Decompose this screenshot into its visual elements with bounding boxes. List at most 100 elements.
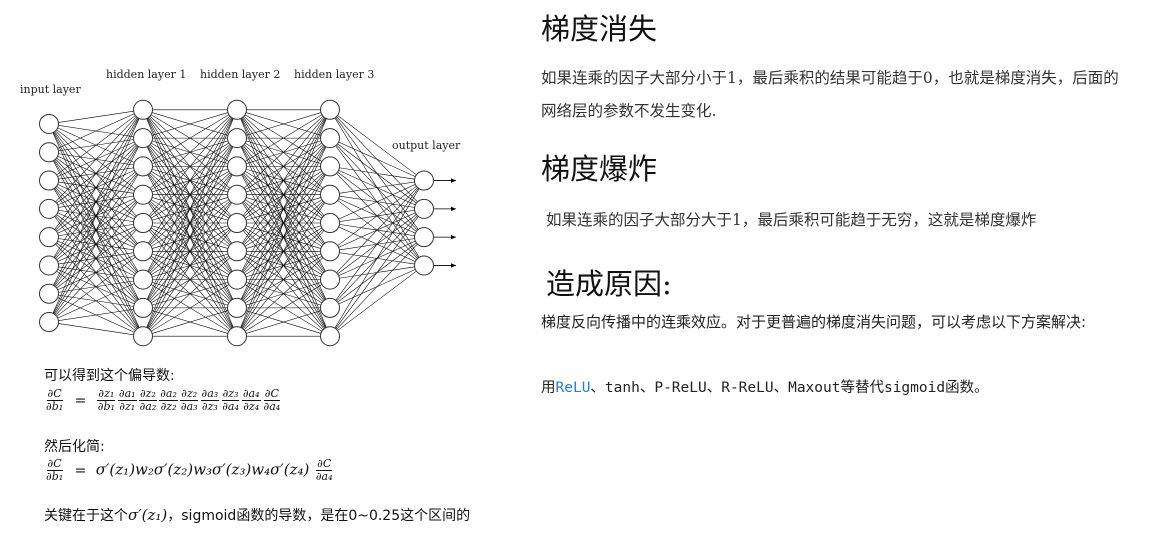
- key-point-math: σ′(z₁): [128, 506, 168, 524]
- lhs-fraction-2: ∂C ∂b₁: [45, 458, 64, 483]
- network-edges: [48, 109, 425, 337]
- layer-label-input: input layer: [20, 83, 81, 96]
- simplified-formula: ∂C ∂b₁ = σ′(z₁)w₂σ′(z₂)w₃σ′(z₃)w₄σ′(z₄) …: [44, 458, 335, 483]
- network-edge: [48, 109, 144, 210]
- network-edge: [48, 109, 144, 266]
- neuron-node: [227, 156, 247, 177]
- network-edge: [142, 137, 238, 337]
- neuron-node: [39, 283, 59, 304]
- network-edge: [236, 109, 331, 195]
- neuron-node: [320, 184, 340, 205]
- chain-term-denominator: ∂b₁: [97, 400, 115, 413]
- neuron-node: [227, 128, 247, 149]
- chain-rule-terms: ∂z₁∂b₁∂a₁∂z₁∂z₂∂a₂∂a₂∂z₂∂z₂∂a₃∂a₃∂z₃∂z₃∂…: [96, 388, 282, 413]
- network-edge: [142, 109, 238, 224]
- chain-term-numerator: ∂z₂: [138, 387, 157, 401]
- chain-term-numerator: ∂z₁: [97, 387, 116, 401]
- neuron-node: [39, 170, 59, 191]
- network-edge: [48, 222, 144, 323]
- tail-numerator: ∂C: [316, 457, 333, 471]
- neuron-node: [133, 297, 153, 318]
- neuron-node: [227, 297, 247, 318]
- neuron-node: [133, 128, 153, 149]
- neuron-node: [320, 99, 340, 120]
- network-edge: [329, 166, 425, 181]
- neuron-node: [227, 184, 247, 205]
- paragraph-solution: 用ReLU、tanh、P-ReLU、R-ReLU、Maxout等替代sigmoi…: [541, 376, 989, 397]
- network-edge: [329, 180, 425, 195]
- lhs2-numerator: ∂C: [46, 457, 63, 471]
- network-edge: [142, 194, 238, 337]
- network-edge: [329, 180, 425, 309]
- network-edge: [142, 279, 238, 337]
- chain-term-denominator: ∂z₁: [119, 400, 136, 413]
- chain-term-denominator: ∂a₄: [222, 400, 239, 413]
- chain-term-numerator: ∂a₄: [241, 387, 261, 401]
- network-edge: [236, 194, 331, 337]
- chain-term-denominator: ∂a₃: [180, 400, 198, 413]
- neuron-node: [39, 198, 59, 219]
- neuron-node: [133, 241, 153, 262]
- key-point-note: 关键在于这个σ′(z₁)，sigmoid函数的导数，是在0~0.25这个区间的: [44, 505, 470, 525]
- network-edge: [236, 109, 331, 337]
- chain-term-numerator: ∂a₃: [200, 387, 220, 401]
- simplified-body: σ′(z₁)w₂σ′(z₂)w₃σ′(z₃)w₄σ′(z₄): [95, 460, 310, 479]
- network-edge: [329, 180, 425, 252]
- lhs-fraction: ∂C ∂b₁: [45, 388, 64, 413]
- output-arrow-head: [451, 206, 456, 212]
- chain-term-numerator: ∂z₂: [180, 387, 199, 401]
- neuron-node: [133, 213, 153, 233]
- chain-term-numerator: ∂a₁: [117, 387, 137, 401]
- solution-post: 、tanh、P-ReLU、R-ReLU、Maxout等替代sigmoid函数。: [590, 380, 989, 396]
- chain-term: ∂a₁∂z₁: [117, 387, 137, 413]
- simplify-note: 然后化简:: [44, 439, 105, 455]
- network-edge: [236, 109, 331, 167]
- network-edge: [48, 321, 144, 337]
- chain-term-denominator: ∂a₂: [139, 400, 157, 413]
- network-edge: [236, 109, 331, 252]
- network-edge: [236, 109, 331, 280]
- key-point-post: ，sigmoid函数的导数，是在0~0.25这个区间的: [167, 508, 471, 524]
- relu-link[interactable]: ReLU: [555, 380, 591, 396]
- neuron-node: [414, 198, 434, 219]
- paragraph-cause: 梯度反向传播中的连乘效应。对于更普遍的梯度消失问题，可以考虑以下方案解决:: [541, 313, 1087, 331]
- neuron-node: [133, 184, 153, 205]
- paragraph-vanishing-gradient: 如果连乘的因子大部分小于1，最后乘积的结果可能趋于0，也就是梯度消失，后面的网络…: [541, 69, 1119, 120]
- network-edge: [48, 194, 144, 323]
- neuron-node: [39, 227, 59, 248]
- network-edge: [142, 109, 238, 195]
- equals-sign: =: [74, 392, 87, 409]
- heading-exploding-gradient: 梯度爆炸: [541, 152, 658, 186]
- network-edge: [48, 109, 144, 294]
- layer-label-hidden-1: hidden layer 1: [106, 68, 187, 81]
- derivative-note: 可以得到这个偏导数:: [44, 368, 175, 384]
- neuron-node: [227, 241, 247, 262]
- chain-term: ∂z₁∂b₁: [97, 388, 116, 413]
- network-edge: [329, 180, 425, 337]
- network-edge: [48, 307, 144, 323]
- network-edge: [236, 251, 331, 337]
- network-edge: [48, 137, 144, 323]
- neuron-node: [320, 213, 340, 233]
- layer-label-output: output layer: [392, 139, 461, 152]
- chain-term-denominator: ∂z₂: [160, 400, 177, 413]
- network-edge: [329, 180, 425, 280]
- chain-term: ∂a₄∂z₄: [241, 387, 261, 413]
- network-edge: [236, 222, 331, 337]
- paragraph-exploding-gradient: 如果连乘的因子大部分大于1，最后乘积可能趋于无穷，这就是梯度爆炸: [546, 211, 1037, 229]
- network-edge: [142, 222, 238, 337]
- network-edge: [236, 109, 331, 309]
- heading-vanishing-gradient: 梯度消失: [541, 12, 658, 46]
- network-edge: [142, 109, 238, 139]
- layer-label-hidden-3: hidden layer 3: [294, 68, 375, 81]
- network-edge: [329, 137, 425, 181]
- chain-term: ∂a₂∂z₂: [159, 388, 178, 413]
- network-edge: [48, 109, 144, 238]
- network-edge: [142, 307, 238, 337]
- network-edge: [142, 251, 238, 337]
- tail-fraction: ∂C ∂a₄: [315, 458, 334, 483]
- neuron-node: [320, 156, 340, 177]
- neuron-node: [414, 255, 434, 276]
- network-edge: [236, 166, 331, 337]
- tail-denominator: ∂a₄: [315, 470, 333, 483]
